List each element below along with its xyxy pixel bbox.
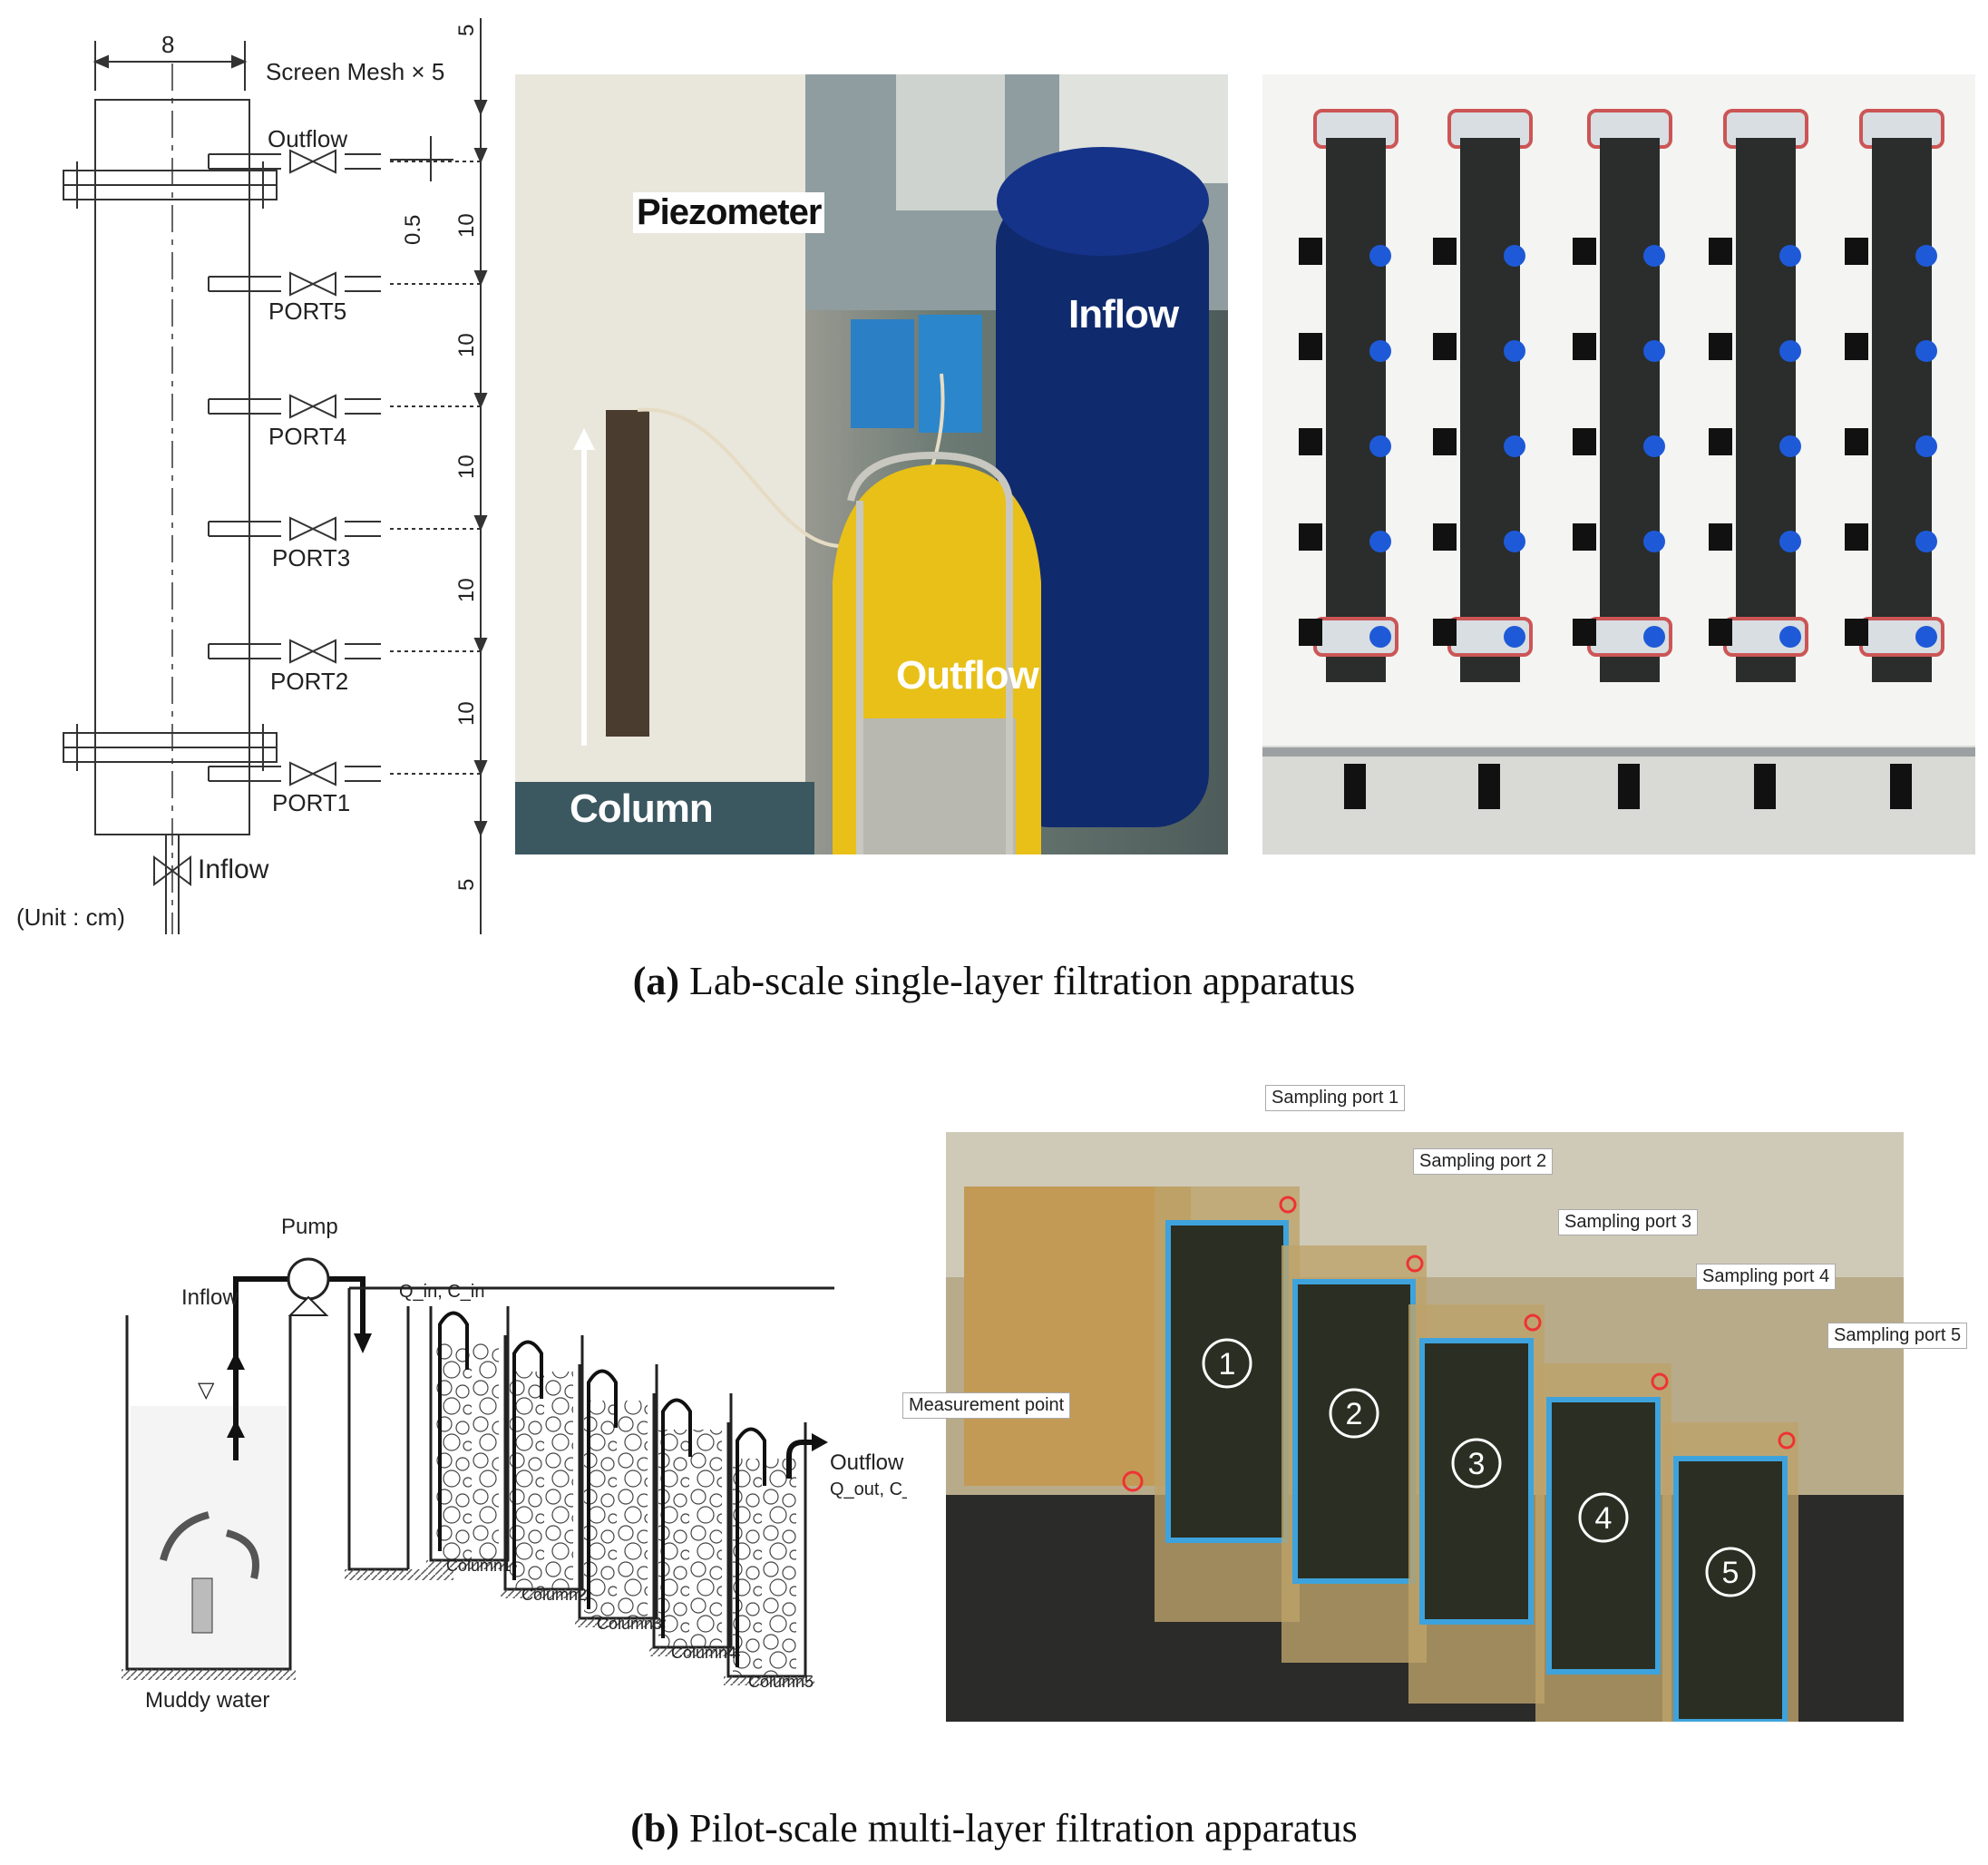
column-drawing: 8 Screen Mesh × 5 Outflow PORT5 PORT4 PO… xyxy=(16,18,488,934)
cascade-column xyxy=(724,1422,814,1685)
filter-column xyxy=(1299,109,1398,809)
caption-b-text: Pilot-scale multi-layer filtration appar… xyxy=(679,1806,1358,1850)
port1-label: PORT1 xyxy=(272,789,350,816)
caption-b: (b) Pilot-scale multi-layer filtration a… xyxy=(0,1805,1988,1851)
dimension-tick xyxy=(473,148,488,164)
column3-label: Column3 xyxy=(597,1615,662,1633)
cascade-column xyxy=(649,1393,740,1656)
cascade-column xyxy=(575,1364,666,1627)
filter-column xyxy=(1433,109,1533,809)
dim-3: 10 xyxy=(454,454,479,479)
qin-label: Q_in, C_in xyxy=(399,1282,485,1302)
filter-box-number: 5 xyxy=(1722,1556,1740,1590)
sampling-port-marker xyxy=(1524,1313,1542,1332)
caption-b-bold: (b) xyxy=(630,1806,679,1850)
filter-box-number: 4 xyxy=(1595,1501,1613,1536)
screen-mesh-label: Screen Mesh × 5 xyxy=(266,58,444,85)
filter-box: 5 xyxy=(1662,1422,1798,1722)
dimension-tick xyxy=(473,270,488,287)
dimension-tick xyxy=(473,638,488,654)
dim-2: 10 xyxy=(454,333,479,357)
dimension-tick xyxy=(473,821,488,837)
cascade-column xyxy=(426,1306,517,1569)
filter-column xyxy=(1709,109,1808,809)
filter-column xyxy=(1845,109,1944,809)
dim-5: 10 xyxy=(454,701,479,726)
port-pipe xyxy=(208,394,481,419)
caption-a-text: Lab-scale single-layer filtration appara… xyxy=(679,959,1356,1003)
column1-label: Column1 xyxy=(446,1557,512,1575)
sampling-port-label: Sampling port 1 xyxy=(1265,1085,1406,1111)
dim-top: 5 xyxy=(454,24,479,36)
filter-column xyxy=(1573,109,1672,809)
measurement-point-label: Measurement point xyxy=(902,1392,1071,1419)
port-pipe xyxy=(208,761,481,786)
column2-label: Column2 xyxy=(521,1586,587,1604)
unit-label: (Unit : cm) xyxy=(16,903,125,931)
port-pipe xyxy=(208,516,481,542)
dimension-tick xyxy=(473,100,488,116)
inflow-schematic-label: Inflow xyxy=(181,1285,239,1310)
sampling-port-label: Sampling port 3 xyxy=(1558,1209,1699,1235)
column4-label: Column4 xyxy=(671,1644,736,1662)
inflow-photo-label: Inflow xyxy=(1068,292,1179,337)
cascade-column xyxy=(501,1335,591,1598)
dimension-tick xyxy=(473,760,488,776)
sampling-port-marker xyxy=(1651,1372,1669,1391)
filter-box-number: 2 xyxy=(1346,1397,1363,1431)
measurement-point-marker xyxy=(1122,1470,1144,1492)
sampling-port-marker xyxy=(1406,1255,1424,1273)
sampling-port-label: Sampling port 4 xyxy=(1696,1264,1837,1290)
pilot-schematic: Pump Inflow Q_in, C_in Outflow Q_out, C_… xyxy=(122,1215,907,1713)
dimension-tick xyxy=(473,393,488,409)
dim-4: 10 xyxy=(454,578,479,602)
dim-1: 10 xyxy=(454,213,479,238)
caption-a-bold: (a) xyxy=(632,959,680,1003)
sampling-port-marker xyxy=(1778,1431,1796,1450)
sampling-port-marker xyxy=(1279,1196,1297,1214)
port3-label: PORT3 xyxy=(272,544,350,571)
port-pipe xyxy=(208,271,481,297)
dimension-tick xyxy=(473,515,488,532)
outflow-label: Outflow xyxy=(268,125,347,152)
filter-box: 1 xyxy=(1155,1186,1300,1622)
dim-bottom: 5 xyxy=(454,879,479,891)
muddy-water-label: Muddy water xyxy=(145,1688,269,1713)
filter-box: 4 xyxy=(1535,1363,1671,1722)
columns-photo xyxy=(1262,74,1975,854)
pilot-photo: 1 2 3 4 5 xyxy=(946,1132,1904,1722)
water-level-icon: ▽ xyxy=(198,1378,215,1402)
sampling-port-label: Sampling port 5 xyxy=(1827,1323,1968,1349)
pump-label: Pump xyxy=(281,1215,338,1239)
qout-label: Q_out, C_out xyxy=(830,1479,907,1499)
port2-label: PORT2 xyxy=(270,668,348,695)
piezometer-label: Piezometer xyxy=(633,192,825,233)
filter-box-number: 3 xyxy=(1468,1447,1486,1481)
lab-photo: Piezometer Inflow Outflow Column xyxy=(515,74,1228,854)
inflow-label: Inflow xyxy=(198,854,269,884)
port5-label: PORT5 xyxy=(268,298,346,325)
port-pipe xyxy=(208,639,481,664)
filter-box: 2 xyxy=(1281,1245,1427,1663)
filter-box-number: 1 xyxy=(1219,1347,1236,1382)
filter-box: 3 xyxy=(1408,1304,1545,1704)
width-label: 8 xyxy=(161,31,174,58)
column-photo-label: Column xyxy=(570,786,714,831)
dim-small: 0.5 xyxy=(401,215,425,245)
caption-a: (a) Lab-scale single-layer filtration ap… xyxy=(0,958,1988,1004)
outflow-port xyxy=(208,149,481,174)
port4-label: PORT4 xyxy=(268,423,346,450)
sampling-port-label: Sampling port 2 xyxy=(1413,1148,1554,1175)
outflow-schematic-label: Outflow xyxy=(830,1450,904,1475)
column5-label: Column5 xyxy=(748,1673,814,1691)
outflow-photo-label: Outflow xyxy=(896,653,1039,698)
